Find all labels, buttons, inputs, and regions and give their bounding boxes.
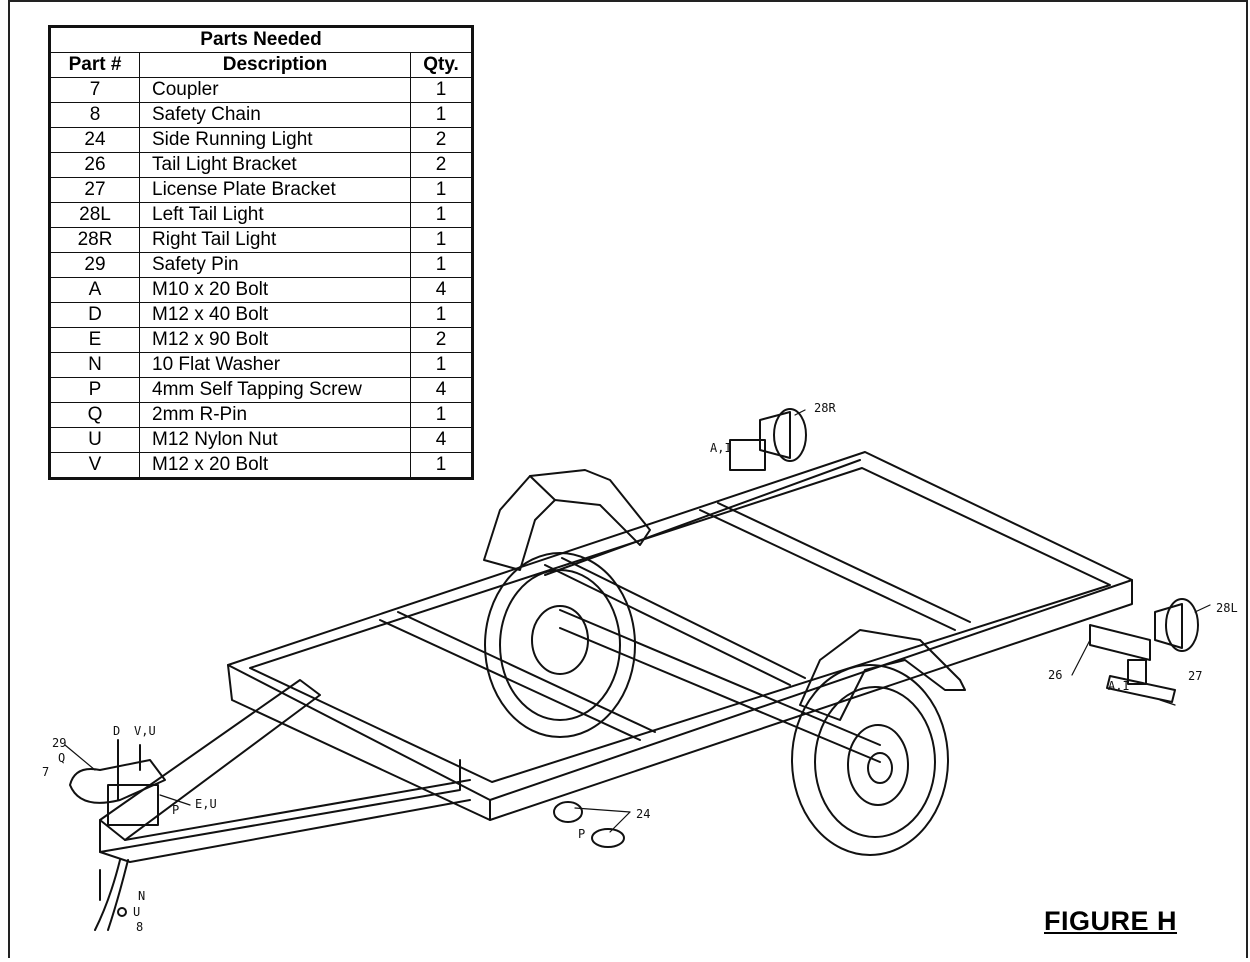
cell-part-number: N [49, 352, 140, 378]
callout-labels: 28R 28L A,I A,I 26 27 24 P P E,U D V,U 2… [42, 401, 1238, 934]
cell-part-number: Q [49, 402, 140, 428]
coupler [69, 739, 166, 826]
cell-qty: 1 [410, 102, 473, 128]
left-tail-light [1089, 598, 1199, 685]
safety-chain [94, 859, 129, 931]
trailer-frame [227, 451, 1133, 821]
callout-n: N [138, 889, 145, 903]
cell-part-number: 28R [49, 227, 140, 253]
axle [559, 609, 881, 763]
callout-d: D [113, 724, 120, 738]
cell-qty: 1 [410, 202, 473, 228]
left-fender [799, 629, 966, 721]
page-frame [8, 0, 1248, 958]
callout-p-tongue: P [172, 803, 179, 817]
trailer-tongue [99, 679, 471, 863]
cell-part-number: 7 [49, 77, 140, 103]
callout-28l: 28L [1216, 601, 1238, 615]
right-tail-light [729, 408, 807, 471]
cell-part-number: V [49, 452, 140, 479]
cell-description: M10 x 20 Bolt [139, 277, 411, 303]
cell-description: 10 Flat Washer [139, 352, 411, 378]
cell-part-number: 24 [49, 127, 140, 153]
callout-7: 7 [42, 765, 49, 779]
header-qty: Qty. [410, 52, 473, 78]
cell-qty: 2 [410, 127, 473, 153]
cell-description: License Plate Bracket [139, 177, 411, 203]
parts-table-header-row: Part # Description Qty. [49, 52, 473, 78]
callout-vu: V,U [134, 724, 156, 738]
callout-q: Q [58, 751, 65, 765]
leader-lines [64, 409, 1211, 833]
cell-description: 4mm Self Tapping Screw [139, 377, 411, 403]
cell-part-number: 27 [49, 177, 140, 203]
right-fender [483, 469, 651, 571]
cell-part-number: U [49, 427, 140, 453]
callout-ai-right: A,I [710, 441, 732, 455]
cell-description: M12 Nylon Nut [139, 427, 411, 453]
callout-28r: 28R [814, 401, 836, 415]
cell-qty: 1 [410, 227, 473, 253]
callout-27: 27 [1188, 669, 1202, 683]
license-plate-bracket [1106, 675, 1176, 703]
cell-description: M12 x 40 Bolt [139, 302, 411, 328]
callout-eu: E,U [195, 797, 217, 811]
cell-qty: 4 [410, 277, 473, 303]
callout-24: 24 [636, 807, 650, 821]
figure-label: FIGURE H [1044, 906, 1178, 936]
cell-description: Side Running Light [139, 127, 411, 153]
cell-qty: 2 [410, 327, 473, 353]
cell-description: Right Tail Light [139, 227, 411, 253]
cell-description: Left Tail Light [139, 202, 411, 228]
callout-u: U [133, 905, 140, 919]
cell-qty: 4 [410, 377, 473, 403]
callout-p-light: P [578, 827, 585, 841]
callout-29: 29 [52, 736, 66, 750]
right-wheel [484, 552, 636, 738]
cell-part-number: 8 [49, 102, 140, 128]
cell-description: Coupler [139, 77, 411, 103]
callout-8: 8 [136, 920, 143, 934]
cell-part-number: A [49, 277, 140, 303]
header-part-number: Part # [49, 52, 140, 78]
cell-part-number: 28L [49, 202, 140, 228]
header-description: Description [139, 52, 411, 78]
cell-qty: 1 [410, 452, 473, 479]
cell-description: 2mm R-Pin [139, 402, 411, 428]
callout-26: 26 [1048, 668, 1062, 682]
left-wheel [791, 664, 949, 856]
cell-description: Tail Light Bracket [139, 152, 411, 178]
cell-description: M12 x 20 Bolt [139, 452, 411, 479]
callout-ai-left: A,I [1108, 679, 1130, 693]
side-running-light [553, 801, 625, 848]
